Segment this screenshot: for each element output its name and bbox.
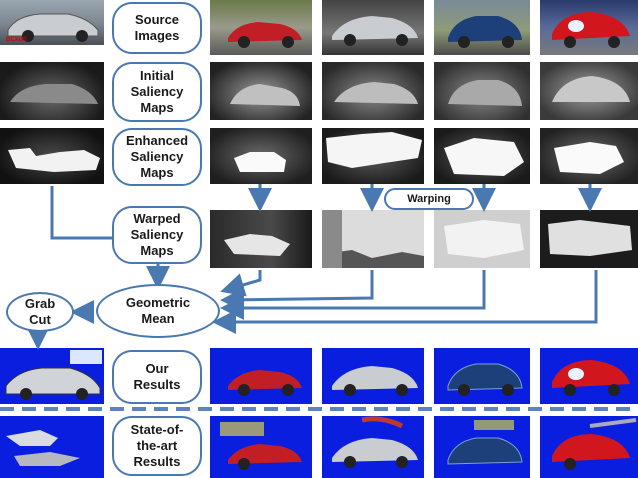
source-image-1: BEXUS [0,0,104,45]
label-our-results: Our Results [112,350,202,404]
grabcut-node: Grab Cut [6,292,74,332]
initial-saliency-1 [0,62,104,120]
label-sota-results: State-of- the-art Results [112,416,202,476]
source-image-2 [210,0,312,55]
sota-result-1 [0,416,104,478]
sota-result-2 [210,416,312,478]
source-image-4 [434,0,530,55]
initial-saliency-5 [540,62,638,120]
label-initial-saliency: Initial Saliency Maps [112,62,202,122]
warped-saliency-4 [540,210,638,268]
sota-result-3 [322,416,424,478]
label-source-images: Source Images [112,2,202,54]
source-image-3 [322,0,424,55]
warped-saliency-3 [434,210,530,268]
row-separator [0,407,638,411]
our-result-2 [210,348,312,404]
enhanced-saliency-4 [434,128,530,184]
sota-result-5 [540,416,638,478]
label-enhanced-saliency: Enhanced Saliency Maps [112,128,202,186]
enhanced-saliency-1 [0,128,104,184]
initial-saliency-4 [434,62,530,120]
sota-result-4 [434,416,530,478]
warped-saliency-2 [322,210,424,268]
enhanced-saliency-5 [540,128,638,184]
our-result-3 [322,348,424,404]
warped-saliency-1 [210,210,312,268]
enhanced-saliency-2 [210,128,312,184]
enhanced-saliency-3 [322,128,424,184]
geometric-mean-node: Geometric Mean [96,284,220,338]
logo-text: BEXUS [6,37,27,43]
initial-saliency-3 [322,62,424,120]
label-warped-saliency: Warped Saliency Maps [112,206,202,264]
initial-saliency-2 [210,62,312,120]
our-result-1 [0,348,104,404]
our-result-4 [434,348,530,404]
source-image-5 [540,0,638,55]
our-result-5 [540,348,638,404]
warping-node: Warping [384,188,474,210]
